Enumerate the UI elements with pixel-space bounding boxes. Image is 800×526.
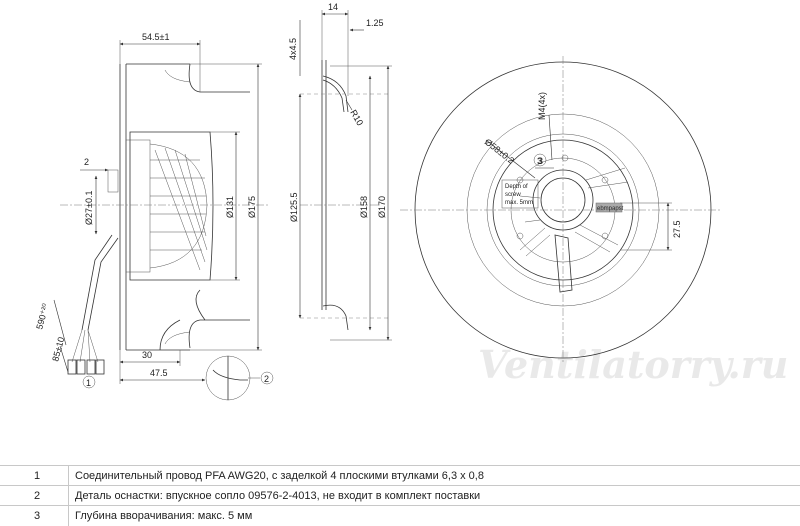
legend-row-text: Соединительный провод PFA AWG20, с задел… <box>69 466 800 486</box>
legend-row-text: Глубина вворачивания: макс. 5 мм <box>69 506 800 526</box>
dim-27-5: 27.5 <box>672 220 682 238</box>
legend-row-number: 2 <box>0 486 69 506</box>
brand-logo: ebmpapst <box>597 206 624 212</box>
dim-54-5: 54.5±1 <box>142 32 169 42</box>
dim-14: 14 <box>328 2 338 12</box>
technical-drawing: Ventilatorry.ru <box>0 0 800 460</box>
legend-row: 3 Глубина вворачивания: макс. 5 мм <box>0 506 800 526</box>
dim-27: Ø27±0.1 <box>84 191 94 225</box>
dim-30: 30 <box>142 350 152 360</box>
front-view: Depth of screw max. 5mm ebmpapst M4(4x) … <box>400 56 720 364</box>
dim-4x4-5: 4x4.5 <box>288 38 298 60</box>
dim-47-5: 47.5 <box>150 368 168 378</box>
legend-row: 2 Деталь оснастки: впускное сопло 09576-… <box>0 486 800 506</box>
label-depth-1: Depth of <box>505 184 528 190</box>
callout-3: 3 <box>537 156 542 166</box>
dim-r10: R10 <box>348 108 365 127</box>
dim-58: Ø58±0.2 <box>483 137 516 166</box>
dim-170: Ø170 <box>377 196 387 218</box>
label-depth-2: screw <box>505 192 521 198</box>
dim-175: Ø175 <box>247 196 257 218</box>
callout-1: 1 <box>86 378 91 388</box>
callout-2: 2 <box>264 374 269 384</box>
watermark: Ventilatorry.ru <box>478 342 788 387</box>
dim-m4: M4(4x) <box>537 92 547 120</box>
legend-row-text: Деталь оснастки: впускное сопло 09576-2-… <box>69 486 800 506</box>
section-view: 14 1.25 4x4.5 R10 Ø125.5 Ø158 Ø170 <box>288 2 392 340</box>
legend-row-number: 1 <box>0 466 69 486</box>
dim-590: 590⁺²⁰ <box>34 302 51 330</box>
dim-2-left: 2 <box>84 157 89 167</box>
legend-table: 1 Соединительный провод PFA AWG20, с зад… <box>0 465 800 526</box>
legend-row-number: 3 <box>0 506 69 526</box>
dim-158: Ø158 <box>359 196 369 218</box>
dim-125-5: Ø125.5 <box>289 192 299 222</box>
legend-row: 1 Соединительный провод PFA AWG20, с зад… <box>0 466 800 486</box>
label-depth-3: max. 5mm <box>505 200 533 206</box>
side-view: 54.5±1 2 Ø27±0.1 Ø131 Ø175 590⁺²⁰ 85±10 … <box>34 32 273 400</box>
dim-131: Ø131 <box>225 196 235 218</box>
dim-1-25: 1.25 <box>366 18 384 28</box>
